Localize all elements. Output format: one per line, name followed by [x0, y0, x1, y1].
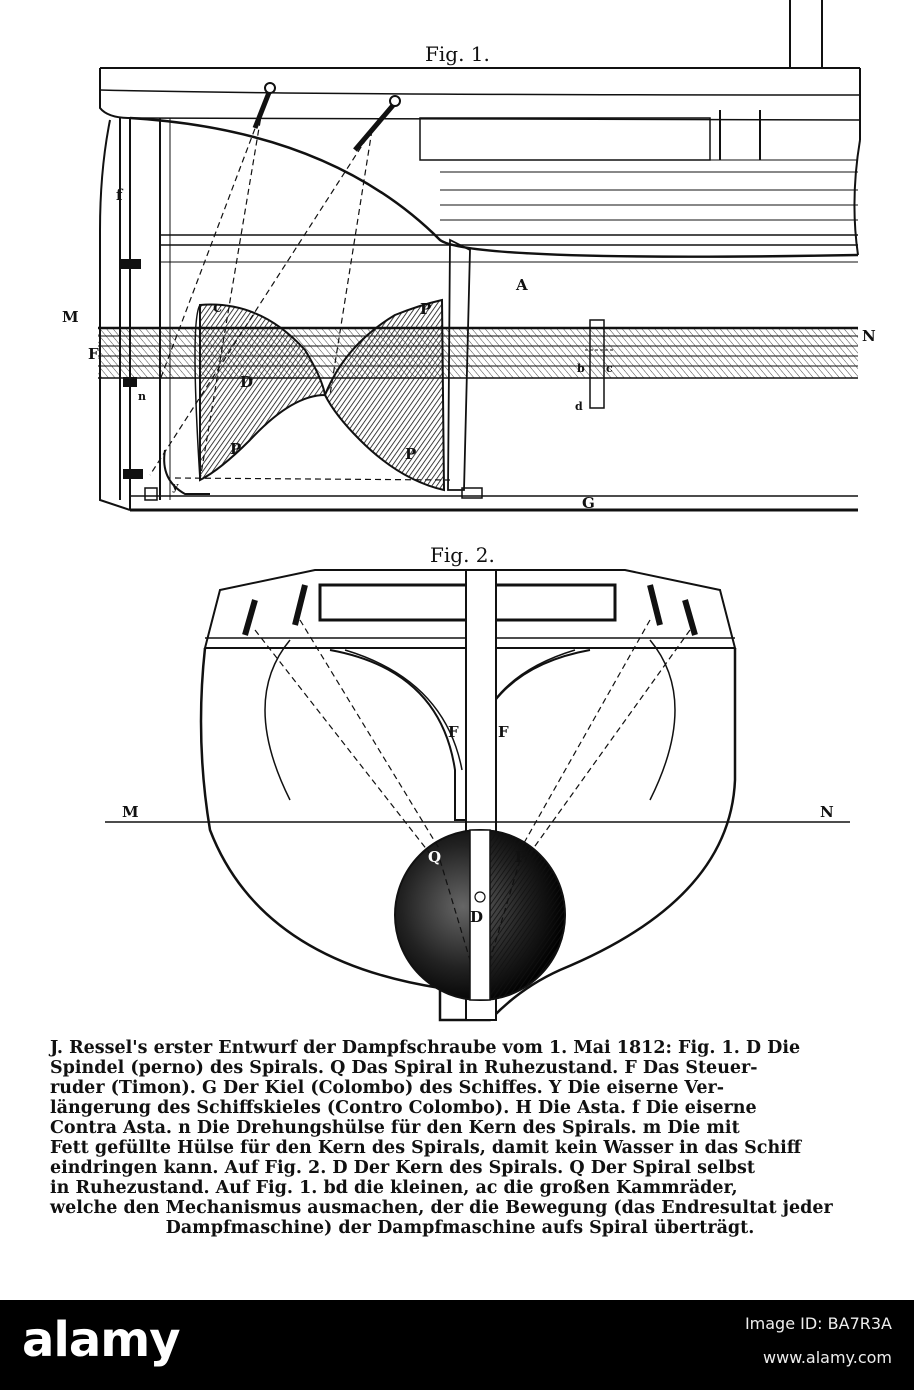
label-p-lower-left: P: [230, 440, 242, 458]
label-q: Q: [428, 848, 442, 866]
engraving-figure: Fig. 1. Fig. 2. f M F n c D P P P y A N …: [62, 0, 876, 1022]
label-d-fig2: D: [470, 908, 484, 926]
label-b: b: [577, 362, 585, 375]
label-f-rudder: F: [88, 345, 99, 363]
label-m-fig2: M: [122, 803, 139, 821]
label-y: y: [172, 480, 179, 493]
label-d-small: d: [575, 400, 583, 413]
label-c-small: c: [606, 362, 613, 375]
label-n-fig2: N: [820, 803, 834, 821]
label-n: n: [138, 390, 146, 403]
label-f-left: F: [448, 723, 459, 741]
caption-line: Contra Asta. n Die Drehungshülse für den…: [50, 1118, 740, 1138]
label-c: c: [213, 298, 223, 316]
figure1-title: Fig. 1.: [425, 42, 490, 66]
caption-line: eindringen kann. Auf Fig. 2. D Der Kern …: [50, 1158, 755, 1178]
figure1-side-view: [98, 0, 861, 512]
image-id-text: Image ID: BA7R3A: [744, 1314, 892, 1333]
label-n-right: N: [862, 327, 876, 345]
caption-line: welche den Mechanismus ausmachen, der di…: [50, 1198, 833, 1218]
site-url-text: www.alamy.com: [763, 1348, 892, 1367]
figure2-title: Fig. 2.: [430, 543, 495, 567]
label-m: M: [62, 308, 79, 326]
caption-line: längerung des Schiffskieles (Contro Colo…: [50, 1098, 757, 1118]
label-p-fig2: P: [515, 848, 527, 866]
caption-line: in Ruhezustand. Auf Fig. 1. bd die klein…: [50, 1178, 738, 1198]
label-f-right: F: [498, 723, 509, 741]
caption-line: J. Ressel's erster Entwurf der Dampfschr…: [50, 1038, 801, 1058]
caption-line: Dampfmaschine) der Dampfmaschine aufs Sp…: [165, 1218, 755, 1238]
label-p-upper: P: [420, 300, 432, 318]
caption-line: Spindel (perno) des Spirals. Q Das Spira…: [50, 1058, 758, 1078]
caption-text: J. Ressel's erster Entwurf der Dampfschr…: [50, 1038, 870, 1238]
watermark-footer: alamy Image ID: BA7R3A www.alamy.com: [0, 1300, 914, 1390]
alamy-logo: alamy: [22, 1312, 181, 1368]
label-d: D: [240, 373, 254, 391]
label-p-lower-right: P: [405, 445, 417, 463]
label-g: G: [582, 494, 595, 512]
caption-line: Fett gefüllte Hülse für den Kern des Spi…: [50, 1138, 802, 1158]
caption-line: ruder (Timon). G Der Kiel (Colombo) des …: [50, 1078, 725, 1098]
figure2-stern-view: [105, 569, 850, 1022]
label-a: A: [516, 276, 528, 294]
ship-propeller-drawing: [98, 0, 861, 1022]
label-f: f: [116, 186, 123, 204]
